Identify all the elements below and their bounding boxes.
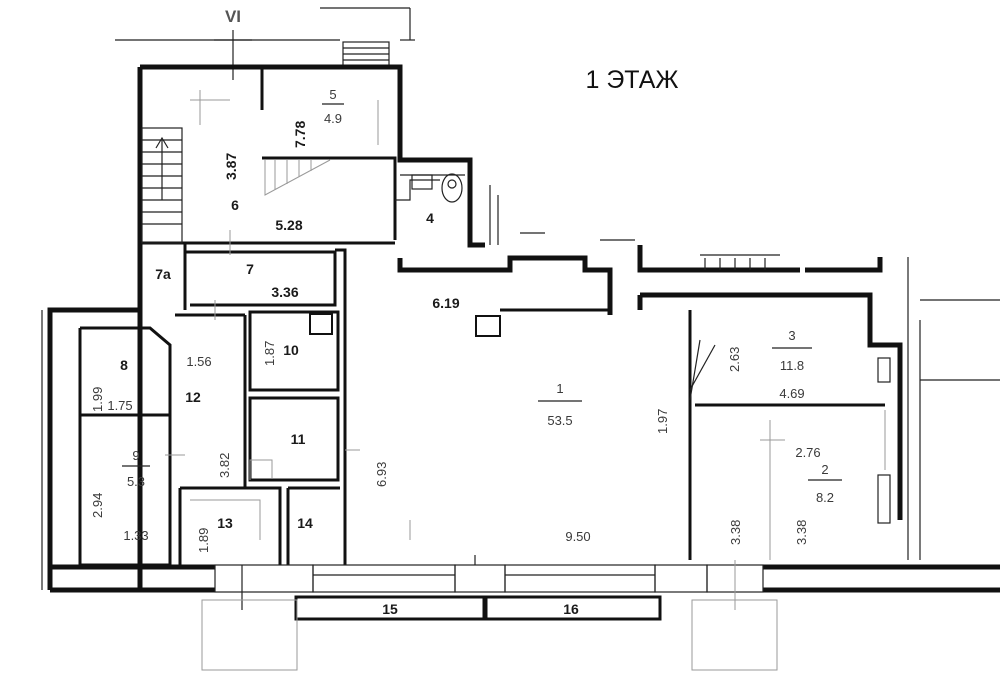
- room-1-number: 1: [556, 381, 563, 396]
- room-9-area: 5.3: [127, 474, 145, 489]
- dim-3-82: 3.82: [217, 453, 232, 478]
- room-14-number: 14: [297, 515, 313, 531]
- dim-1-99: 1.99: [90, 387, 105, 412]
- dim-9-50: 9.50: [565, 529, 590, 544]
- dim-1-33: 1.33: [123, 528, 148, 543]
- dim-1-75: 1.75: [107, 398, 132, 413]
- dim-3-87: 3.87: [223, 153, 239, 180]
- top-boundary: [115, 7, 415, 41]
- dim-3-36: 3.36: [271, 284, 298, 300]
- dim-4-69: 4.69: [779, 386, 804, 401]
- dim-6-93: 6.93: [374, 462, 389, 487]
- dim-3-38-left: 3.38: [728, 520, 743, 545]
- dim-2-76: 2.76: [795, 445, 820, 460]
- room-2-area: 8.2: [816, 490, 834, 505]
- section-line: [214, 30, 252, 80]
- dim-3-38-right: 3.38: [794, 520, 809, 545]
- dim-1-87: 1.87: [262, 341, 277, 366]
- room-1-area: 53.5: [547, 413, 572, 428]
- inner-stair: [190, 90, 379, 196]
- dim-2-63: 2.63: [727, 347, 742, 372]
- room-7a-number: 7а: [155, 266, 171, 282]
- room-5-area: 4.9: [324, 111, 342, 126]
- plan-title: 1 ЭТАЖ: [585, 66, 678, 94]
- room-4-number: 4: [426, 210, 434, 226]
- dim-1-89: 1.89: [196, 528, 211, 553]
- room-6-number: 6: [231, 197, 239, 213]
- top-stair: [342, 41, 390, 67]
- dim-1-97: 1.97: [655, 409, 670, 434]
- room-15-number: 15: [382, 601, 398, 617]
- dim-2-94: 2.94: [90, 493, 105, 518]
- dim-6-19: 6.19: [432, 295, 459, 311]
- room-11-number: 11: [291, 431, 306, 447]
- right-side-details: [489, 185, 1000, 560]
- room-13-number: 13: [217, 515, 233, 531]
- bottom-facade: [50, 555, 1000, 671]
- dim-7-78: 7.78: [292, 121, 308, 148]
- room-2-number: 2: [821, 462, 828, 477]
- room-7-number: 7: [246, 261, 254, 277]
- dim-5-28: 5.28: [275, 217, 302, 233]
- column: [309, 313, 333, 335]
- toilet-fixture: [411, 173, 463, 203]
- room-3-area: 11.8: [780, 358, 804, 373]
- room-3-number: 3: [788, 328, 795, 343]
- dim-1-56: 1.56: [186, 354, 211, 369]
- room-12-number: 12: [185, 389, 201, 405]
- dimension-ticks: [165, 230, 886, 610]
- room-16-number: 16: [563, 601, 579, 617]
- room-8-number: 8: [120, 357, 128, 373]
- room-10-number: 10: [283, 342, 299, 358]
- section-mark: VI: [225, 7, 241, 26]
- room-9-number: 9: [132, 448, 139, 463]
- main-hall-walls: [335, 245, 903, 565]
- stair-room-6: [141, 127, 183, 244]
- room-5-number: 5: [329, 87, 336, 102]
- column: [475, 315, 501, 337]
